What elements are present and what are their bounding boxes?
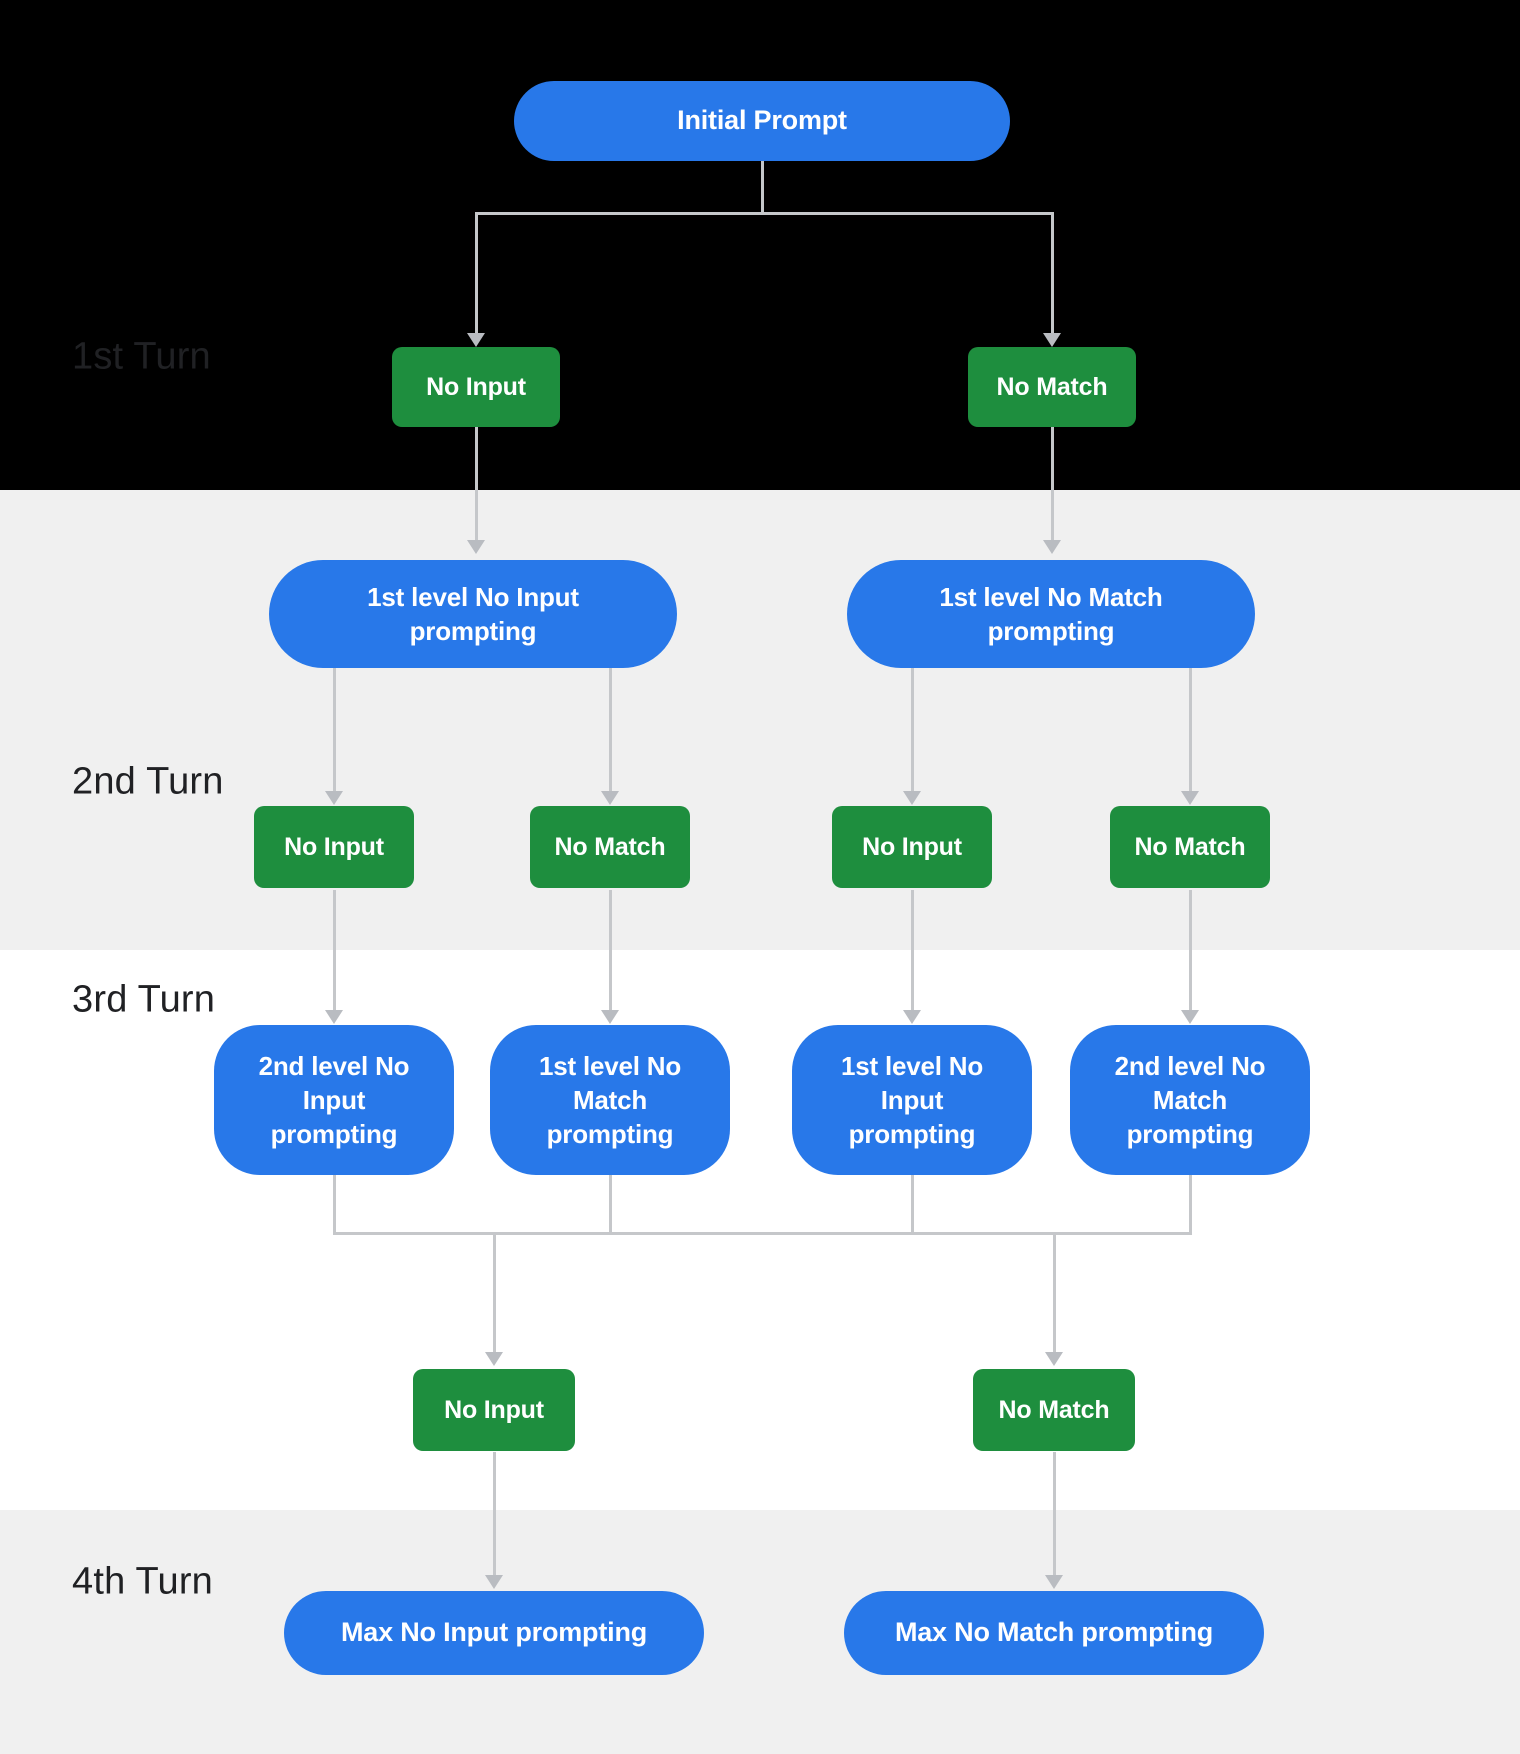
arrowhead-icon: [903, 791, 921, 805]
connector-line: [910, 668, 914, 792]
connector-line: [332, 1232, 1192, 1235]
connector-line: [760, 161, 764, 213]
node-label: No Match: [1134, 832, 1246, 861]
turn-label-3rd: 3rd Turn: [72, 978, 216, 1021]
node-label: No Match: [554, 832, 666, 861]
node-label: 2nd level No Input prompting: [258, 1050, 410, 1150]
initial-prompt-node: Initial Prompt: [514, 81, 1010, 161]
connector-line: [474, 427, 478, 541]
node-label: No Match: [998, 1395, 1110, 1424]
arrowhead-icon: [1045, 1575, 1063, 1589]
turn1-no-input-node: No Input: [392, 347, 560, 427]
connector-line: [492, 1232, 496, 1353]
turn2-result-no-match-node: No Match: [1110, 806, 1270, 888]
arrowhead-icon: [467, 333, 485, 347]
node-label: Initial Prompt: [677, 105, 847, 136]
turn2-no-input-prompting-node: 1st level No Input prompting: [269, 560, 677, 668]
arrowhead-icon: [1043, 540, 1061, 554]
turn2-result-no-input-node: No Input: [254, 806, 414, 888]
turn-label-1st: 1st Turn: [72, 335, 211, 378]
node-label: 1st level No Input prompting: [367, 581, 579, 646]
node-label: 1st level No Input prompting: [840, 1050, 984, 1150]
arrowhead-icon: [325, 791, 343, 805]
connector-line: [608, 890, 612, 1011]
connector-line: [1188, 1175, 1192, 1233]
arrowhead-icon: [1181, 791, 1199, 805]
turn1-no-match-node: No Match: [968, 347, 1136, 427]
node-label: No Input: [426, 372, 526, 401]
turn4-background-band: [0, 1510, 1520, 1754]
turn2-result-no-match-node: No Match: [530, 806, 690, 888]
node-label: Max No Input prompting: [340, 1617, 648, 1648]
node-label: Max No Match prompting: [894, 1617, 1214, 1648]
arrowhead-icon: [485, 1352, 503, 1366]
turn3-1st-level-no-match-node: 1st level No Match prompting: [490, 1025, 730, 1175]
node-label: No Input: [444, 1395, 544, 1424]
arrowhead-icon: [1181, 1010, 1199, 1024]
turn3-2nd-level-no-input-node: 2nd level No Input prompting: [214, 1025, 454, 1175]
turn-label-4th: 4th Turn: [72, 1560, 214, 1603]
connector-line: [1052, 1452, 1056, 1576]
node-label: 2nd level No Match prompting: [1114, 1050, 1266, 1150]
turn1-background-band: [0, 0, 1520, 490]
connector-line: [492, 1452, 496, 1576]
arrowhead-icon: [601, 1010, 619, 1024]
turn4-max-no-input-node: Max No Input prompting: [284, 1591, 704, 1675]
arrowhead-icon: [467, 540, 485, 554]
node-label: No Input: [862, 832, 962, 861]
connector-line: [1188, 668, 1192, 792]
connector-line: [332, 668, 336, 792]
turn3-result-no-match-node: No Match: [973, 1369, 1135, 1451]
connector-line: [332, 890, 336, 1011]
turn2-background-band: [0, 490, 1520, 950]
node-label: No Input: [284, 832, 384, 861]
turn3-1st-level-no-input-node: 1st level No Input prompting: [792, 1025, 1032, 1175]
connector-line: [474, 212, 478, 334]
turn2-no-match-prompting-node: 1st level No Match prompting: [847, 560, 1255, 668]
node-label: 1st level No Match prompting: [538, 1050, 682, 1150]
turn3-2nd-level-no-match-node: 2nd level No Match prompting: [1070, 1025, 1310, 1175]
turn-label-2nd: 2nd Turn: [72, 760, 224, 803]
connector-line: [910, 1175, 914, 1233]
connector-line: [474, 212, 1054, 215]
connector-line: [1050, 427, 1054, 541]
arrowhead-icon: [325, 1010, 343, 1024]
connector-line: [1052, 1232, 1056, 1353]
node-label: 1st level No Match prompting: [939, 581, 1163, 646]
connector-line: [1188, 890, 1192, 1011]
connector-line: [608, 1175, 612, 1233]
connector-line: [332, 1175, 336, 1233]
arrowhead-icon: [1045, 1352, 1063, 1366]
turn3-result-no-input-node: No Input: [413, 1369, 575, 1451]
connector-line: [1050, 212, 1054, 334]
arrowhead-icon: [485, 1575, 503, 1589]
turn4-max-no-match-node: Max No Match prompting: [844, 1591, 1264, 1675]
arrowhead-icon: [601, 791, 619, 805]
node-label: No Match: [996, 372, 1108, 401]
turn2-result-no-input-node: No Input: [832, 806, 992, 888]
connector-line: [910, 890, 914, 1011]
arrowhead-icon: [1043, 333, 1061, 347]
arrowhead-icon: [903, 1010, 921, 1024]
connector-line: [608, 668, 612, 792]
